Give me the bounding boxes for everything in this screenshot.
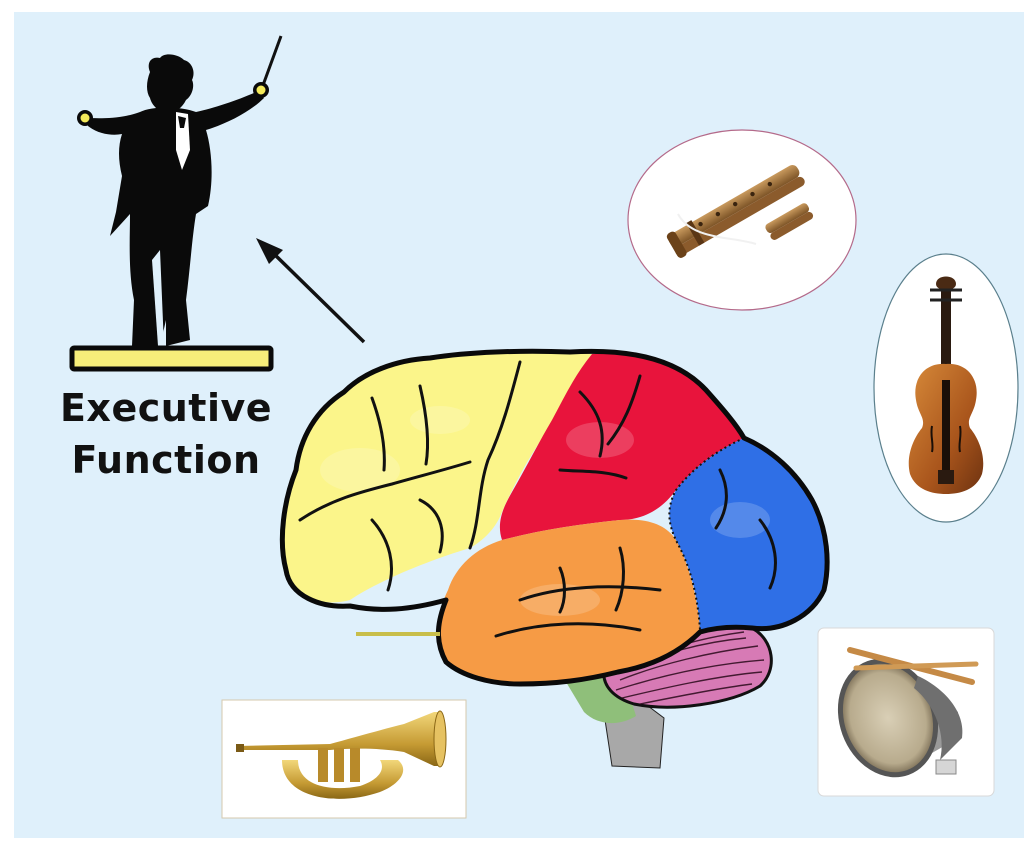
baton xyxy=(260,35,283,89)
brain xyxy=(279,348,830,769)
drum xyxy=(817,627,995,797)
conductor-shirt xyxy=(176,112,190,170)
occipital-lobe xyxy=(669,438,828,630)
conductor-head xyxy=(147,54,194,113)
parietal-lobe xyxy=(499,353,744,540)
brain-outline xyxy=(279,348,830,687)
conductor-silhouette xyxy=(77,35,283,346)
label-line-1: Executive xyxy=(59,386,273,430)
flute xyxy=(627,129,857,311)
trumpet xyxy=(221,699,467,819)
conductor-body xyxy=(84,92,264,346)
executive-function-label: Executive Function xyxy=(28,382,304,486)
frontal-lobe xyxy=(282,351,592,603)
label-line-2: Function xyxy=(71,438,261,482)
arrow xyxy=(256,238,366,344)
podium xyxy=(69,345,274,372)
temporal-lobe xyxy=(438,519,700,684)
violin xyxy=(873,253,1019,523)
